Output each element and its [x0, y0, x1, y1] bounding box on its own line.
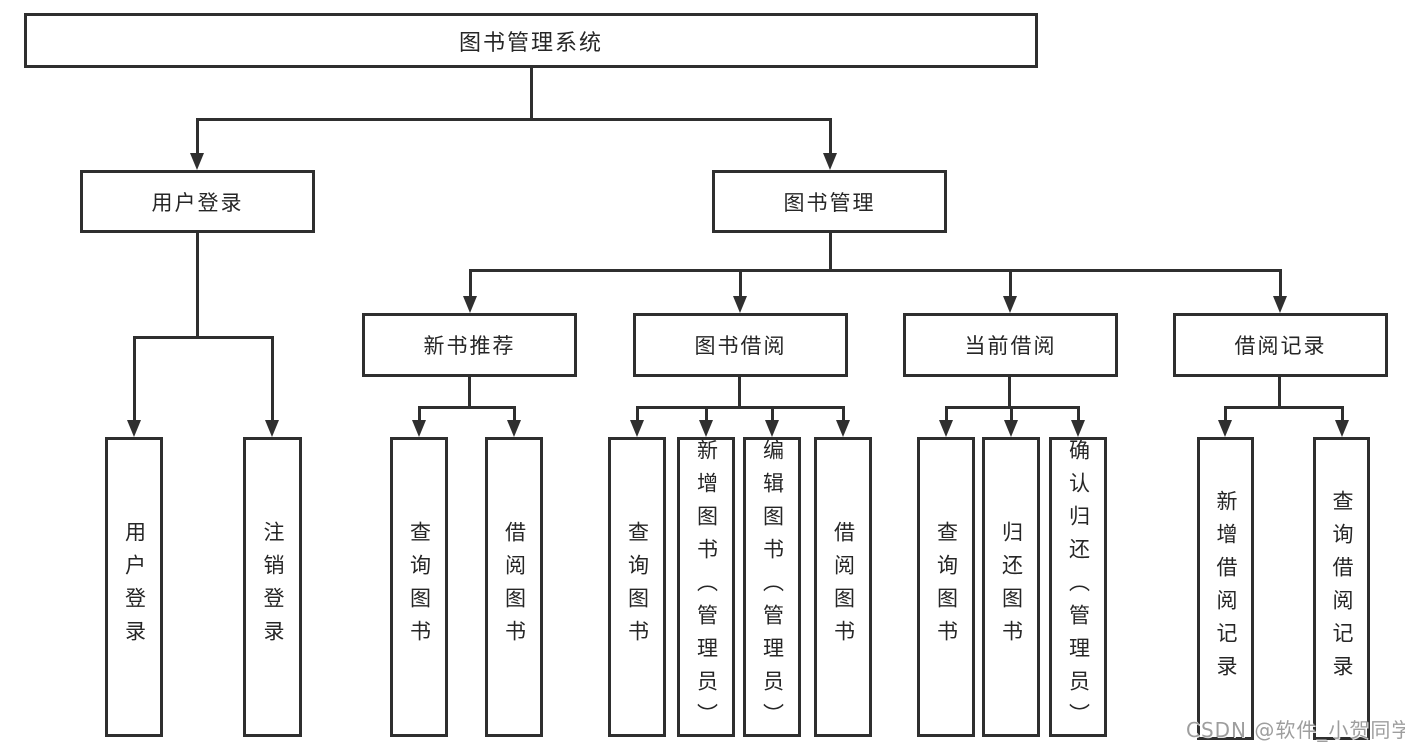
arrow-down-icon [190, 153, 204, 170]
arrow-down-icon [733, 296, 747, 313]
leaf-return-book: 归还图书 [982, 437, 1040, 737]
arrow-down-icon [823, 153, 837, 170]
leaf-query-books-recommend: 查询图书 [390, 437, 448, 737]
connector-line [469, 269, 1282, 272]
connector-line [196, 118, 832, 121]
connector-line [842, 406, 845, 420]
connector-line [133, 336, 274, 339]
leaf-borrow-books-borrow: 借阅图书 [814, 437, 872, 737]
arrow-down-icon [127, 420, 141, 437]
node-label: 查询图书 [407, 521, 432, 653]
node-label: 用户登录 [122, 521, 147, 653]
connector-line [829, 118, 832, 153]
arrow-down-icon [463, 296, 477, 313]
arrow-down-icon [836, 420, 850, 437]
connector-line [1224, 406, 1344, 409]
node-borrow-records: 借阅记录 [1173, 313, 1388, 377]
connector-line [829, 231, 832, 271]
node-label: 借阅图书 [502, 521, 527, 653]
leaf-add-book-admin: 新增图书（管理员） [677, 437, 735, 737]
connector-line [1010, 406, 1013, 420]
node-label: 归还图书 [999, 521, 1024, 653]
arrow-down-icon [1071, 420, 1085, 437]
node-label: 图书管理 [783, 190, 876, 215]
connector-line [418, 406, 421, 420]
node-label: 编辑图书（管理员） [760, 438, 785, 736]
node-label: 查询图书 [934, 521, 959, 653]
connector-line [468, 375, 471, 408]
arrow-down-icon [1003, 296, 1017, 313]
node-book-management: 图书管理 [712, 170, 947, 233]
leaf-query-books-borrow: 查询图书 [608, 437, 666, 737]
connector-line [1008, 375, 1011, 408]
connector-line [1341, 406, 1344, 420]
leaf-user-login: 用户登录 [105, 437, 163, 737]
node-library-system: 图书管理系统 [24, 13, 1038, 68]
leaf-borrow-books-recommend: 借阅图书 [485, 437, 543, 737]
node-label: 借阅记录 [1234, 334, 1327, 358]
connector-line [636, 406, 639, 420]
connector-line [1224, 406, 1227, 420]
leaf-confirm-return-admin: 确认归还（管理员） [1049, 437, 1107, 737]
leaf-logout: 注销登录 [243, 437, 302, 737]
node-label: 注销登录 [261, 521, 285, 653]
connector-line [1278, 375, 1281, 408]
node-label: 查询借阅记录 [1330, 489, 1354, 688]
connector-line [1009, 269, 1012, 296]
node-label: 用户登录 [151, 190, 244, 215]
leaf-edit-book-admin: 编辑图书（管理员） [743, 437, 801, 737]
node-label: 图书管理系统 [458, 30, 603, 56]
connector-line [530, 66, 533, 120]
leaf-add-borrow-record: 新增借阅记录 [1197, 437, 1254, 740]
node-user-login: 用户登录 [80, 170, 315, 233]
connector-line [133, 336, 136, 420]
node-label: 当前借阅 [964, 334, 1057, 358]
connector-line [738, 375, 741, 408]
connector-line [705, 406, 708, 420]
leaf-query-borrow-record: 查询借阅记录 [1313, 437, 1370, 740]
node-new-book-recommend: 新书推荐 [362, 313, 577, 377]
arrow-down-icon [699, 420, 713, 437]
arrow-down-icon [1004, 420, 1018, 437]
connector-line [1077, 406, 1080, 420]
arrow-down-icon [630, 420, 644, 437]
connector-line [1279, 269, 1282, 296]
node-current-borrowing: 当前借阅 [903, 313, 1118, 377]
connector-line [196, 118, 199, 153]
csdn-watermark: CSDN @软件_小贺同学 [1186, 718, 1405, 742]
connector-line [196, 231, 199, 338]
arrow-down-icon [1335, 420, 1349, 437]
connector-line [513, 406, 516, 420]
connector-line [771, 406, 774, 420]
connector-line [271, 336, 274, 420]
node-book-borrowing: 图书借阅 [633, 313, 848, 377]
node-label: 查询图书 [625, 521, 650, 653]
node-label: 确认归还（管理员） [1066, 438, 1091, 736]
node-label: 借阅图书 [831, 521, 856, 653]
arrow-down-icon [1218, 420, 1232, 437]
leaf-query-books-current: 查询图书 [917, 437, 975, 737]
node-label: 图书借阅 [694, 334, 787, 358]
connector-line [418, 406, 516, 409]
connector-line [945, 406, 948, 420]
connector-line [739, 269, 742, 296]
arrow-down-icon [765, 420, 779, 437]
node-label: 新书推荐 [423, 334, 516, 358]
arrow-down-icon [939, 420, 953, 437]
arrow-down-icon [1273, 296, 1287, 313]
arrow-down-icon [412, 420, 426, 437]
node-label: 新增图书（管理员） [694, 438, 719, 736]
node-label: 新增借阅记录 [1214, 489, 1238, 688]
arrow-down-icon [507, 420, 521, 437]
connector-line [469, 269, 472, 296]
connector-line [636, 406, 845, 409]
arrow-down-icon [265, 420, 279, 437]
